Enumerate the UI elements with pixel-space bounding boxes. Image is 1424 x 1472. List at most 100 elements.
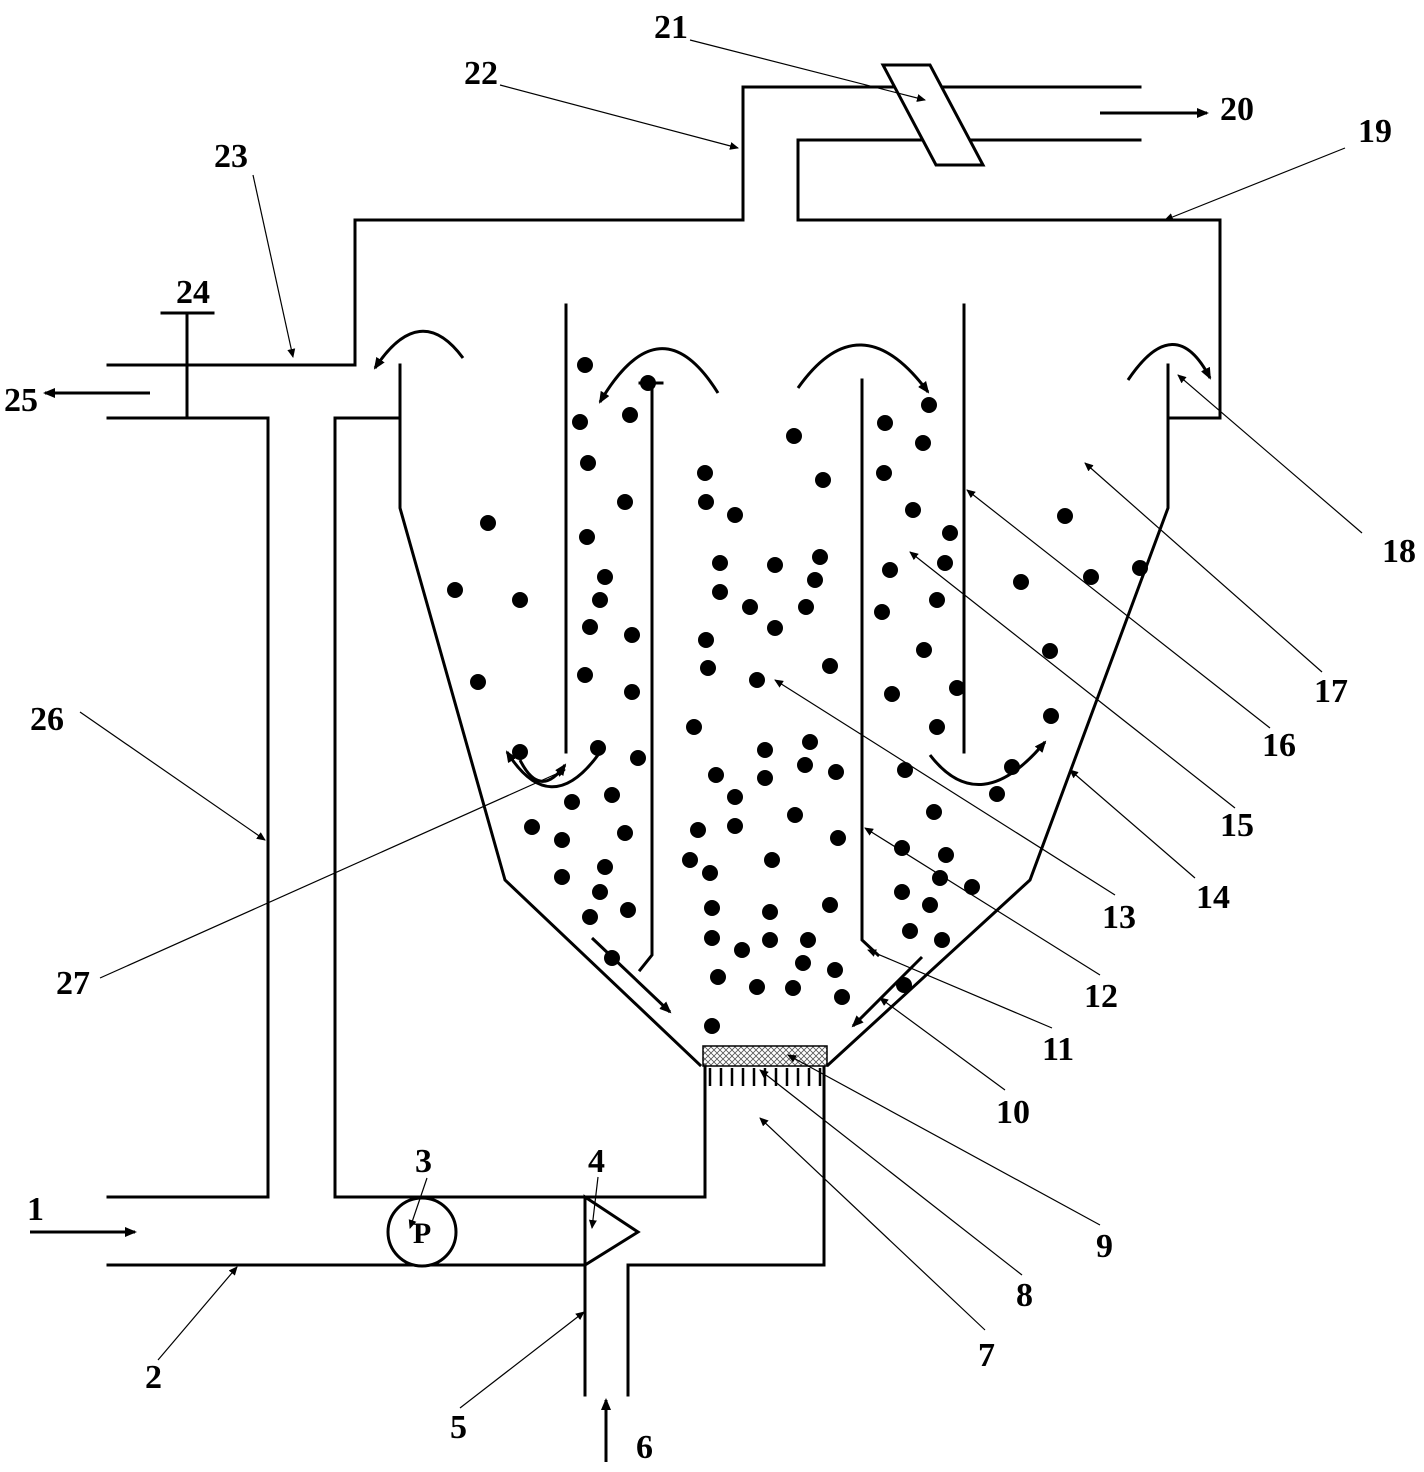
particle [929, 719, 945, 735]
particle [786, 428, 802, 444]
nozzle-comb [708, 1068, 822, 1086]
label-12: 12 [1084, 978, 1118, 1015]
valve-symbol [880, 63, 986, 167]
label-21: 21 [654, 9, 688, 46]
particle [597, 569, 613, 585]
label-16: 16 [1262, 727, 1296, 764]
particle [686, 719, 702, 735]
particle [938, 847, 954, 863]
particle [926, 804, 942, 820]
particle [597, 859, 613, 875]
pump [386, 1196, 458, 1268]
particle [622, 407, 638, 423]
particle [762, 932, 778, 948]
particle [749, 979, 765, 995]
particle [934, 932, 950, 948]
particle [749, 672, 765, 688]
particle [929, 592, 945, 608]
ejector-symbol [583, 1194, 641, 1268]
particle [697, 465, 713, 481]
label-13: 13 [1102, 899, 1136, 936]
particle [762, 904, 778, 920]
particle [630, 750, 646, 766]
label-5: 5 [450, 1409, 467, 1446]
particle [896, 977, 912, 993]
label-25: 25 [4, 382, 38, 419]
label-15: 15 [1220, 807, 1254, 844]
particle [785, 980, 801, 996]
particle [874, 604, 890, 620]
particle [592, 884, 608, 900]
label-14: 14 [1196, 879, 1230, 916]
sample-port [160, 311, 215, 420]
particle [830, 830, 846, 846]
particle [882, 562, 898, 578]
particle [710, 969, 726, 985]
particle [1057, 508, 1073, 524]
particle [894, 884, 910, 900]
label-9: 9 [1096, 1228, 1113, 1265]
particle [884, 686, 900, 702]
label-2: 2 [145, 1359, 162, 1396]
particle [828, 764, 844, 780]
particle [447, 582, 463, 598]
particle [727, 507, 743, 523]
gas-hood [353, 85, 1222, 420]
particle [815, 472, 831, 488]
particle [577, 667, 593, 683]
particle [592, 592, 608, 608]
particle [579, 529, 595, 545]
particle [604, 787, 620, 803]
particle [894, 840, 910, 856]
particle [604, 950, 620, 966]
label-27: 27 [56, 965, 90, 1002]
leader-lines [79, 39, 1363, 1409]
label-4: 4 [588, 1143, 605, 1180]
particle [700, 660, 716, 676]
particle [704, 900, 720, 916]
label-6: 6 [636, 1429, 653, 1466]
particle [797, 757, 813, 773]
particle [812, 549, 828, 565]
particle [470, 674, 486, 690]
particle [1083, 569, 1099, 585]
particle [682, 852, 698, 868]
label-8: 8 [1016, 1277, 1033, 1314]
particle [1043, 708, 1059, 724]
particle [698, 632, 714, 648]
particle [905, 502, 921, 518]
particle [512, 744, 528, 760]
particle [798, 599, 814, 615]
particle [764, 852, 780, 868]
label-7: 7 [978, 1337, 995, 1374]
label-20: 20 [1220, 91, 1254, 128]
particle [704, 930, 720, 946]
particle [964, 879, 980, 895]
particle [1004, 759, 1020, 775]
particle [1042, 643, 1058, 659]
particle [787, 807, 803, 823]
particle [795, 955, 811, 971]
particle [897, 762, 913, 778]
draft-tubes [564, 303, 966, 973]
label-10: 10 [996, 1094, 1030, 1131]
label-19: 19 [1358, 113, 1392, 150]
particle [480, 515, 496, 531]
particle [757, 770, 773, 786]
particle [617, 494, 633, 510]
particle [620, 902, 636, 918]
particle [712, 555, 728, 571]
outer-column [106, 363, 707, 1199]
particle [822, 658, 838, 674]
particle [580, 455, 596, 471]
label-26: 26 [30, 701, 64, 738]
label-11: 11 [1042, 1031, 1074, 1068]
particle [767, 557, 783, 573]
particle [554, 869, 570, 885]
particle [704, 1018, 720, 1034]
particle [807, 572, 823, 588]
particle [742, 599, 758, 615]
particle [690, 822, 706, 838]
particles [447, 357, 1148, 1034]
particle [916, 642, 932, 658]
